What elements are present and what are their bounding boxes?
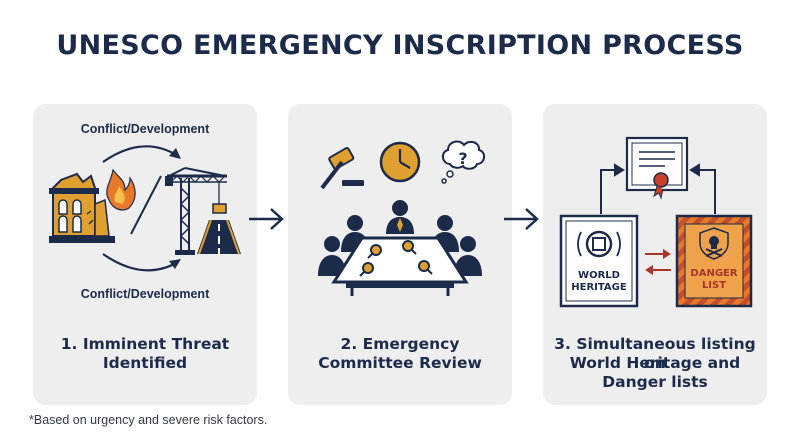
step-2-caption-line2: Committee Review — [318, 354, 482, 372]
committee-illustration: ? — [318, 140, 485, 296]
world-heritage-emblem-icon — [559, 214, 639, 308]
thought-question-mark: ? — [458, 149, 467, 168]
crane-icon — [167, 167, 227, 252]
road-icon — [197, 219, 241, 255]
danger-list-line2: LIST — [702, 280, 726, 291]
world-heritage-line1: WORLD — [578, 270, 620, 281]
footnote: *Based on urgency and severe risk factor… — [29, 413, 268, 427]
flow-arrow-1-icon — [249, 208, 284, 230]
threat-label-top: Conflict/Development — [80, 122, 210, 136]
thought-bubble-icon — [441, 140, 485, 184]
curved-arrow-top-icon — [102, 145, 179, 163]
listing-illustration: WORLD HERITAGE DANGER LIST — [559, 136, 753, 308]
fire-icon — [106, 168, 136, 211]
step-1-panel: Conflict/Development — [33, 104, 257, 405]
certificate-icon — [625, 136, 689, 200]
world-heritage-line2: HERITAGE — [571, 282, 627, 293]
listing-arrows-up-icon — [600, 163, 716, 214]
magnifier-icons — [359, 240, 433, 277]
danger-list-line1: DANGER — [690, 268, 737, 279]
step-3-panel: WORLD HERITAGE DANGER LIST 3. Simu — [543, 104, 767, 405]
committee-members-icon — [318, 200, 482, 276]
flow-arrow-2-icon — [504, 208, 539, 230]
crane-counterweight — [165, 176, 173, 186]
threat-illustration — [49, 145, 241, 272]
step-2-caption-line1: 2. Emergency — [340, 335, 460, 353]
step-2-panel: ? 2. Emergency — [288, 104, 512, 405]
step-3-caption-line3: Danger lists — [602, 373, 708, 391]
curved-arrow-bottom-icon — [102, 253, 179, 272]
step-1-caption-line1: 1. Imminent Threat — [60, 335, 230, 353]
danger-list-sign-icon — [675, 214, 753, 308]
ruined-building-icon — [49, 172, 115, 243]
gavel-icon — [320, 147, 364, 190]
page-title: UNESCO EMERGENCY INSCRIPTION PROCESS — [56, 30, 744, 61]
crane-load — [212, 203, 227, 214]
arrowhead-bottom-icon — [169, 259, 181, 269]
step-3-caption-line1: 3. Simultaneous listing on — [554, 335, 756, 372]
bidirectional-arrows-icon — [645, 249, 671, 275]
threat-label-bottom: Conflict/Development — [80, 287, 210, 301]
divider-slash — [130, 175, 162, 235]
step-1-caption-line2: Identified — [102, 354, 188, 372]
step-3-caption-line2: World Heritage and — [569, 354, 741, 372]
clock-icon — [379, 141, 421, 183]
arrowhead-top-icon — [169, 148, 181, 159]
